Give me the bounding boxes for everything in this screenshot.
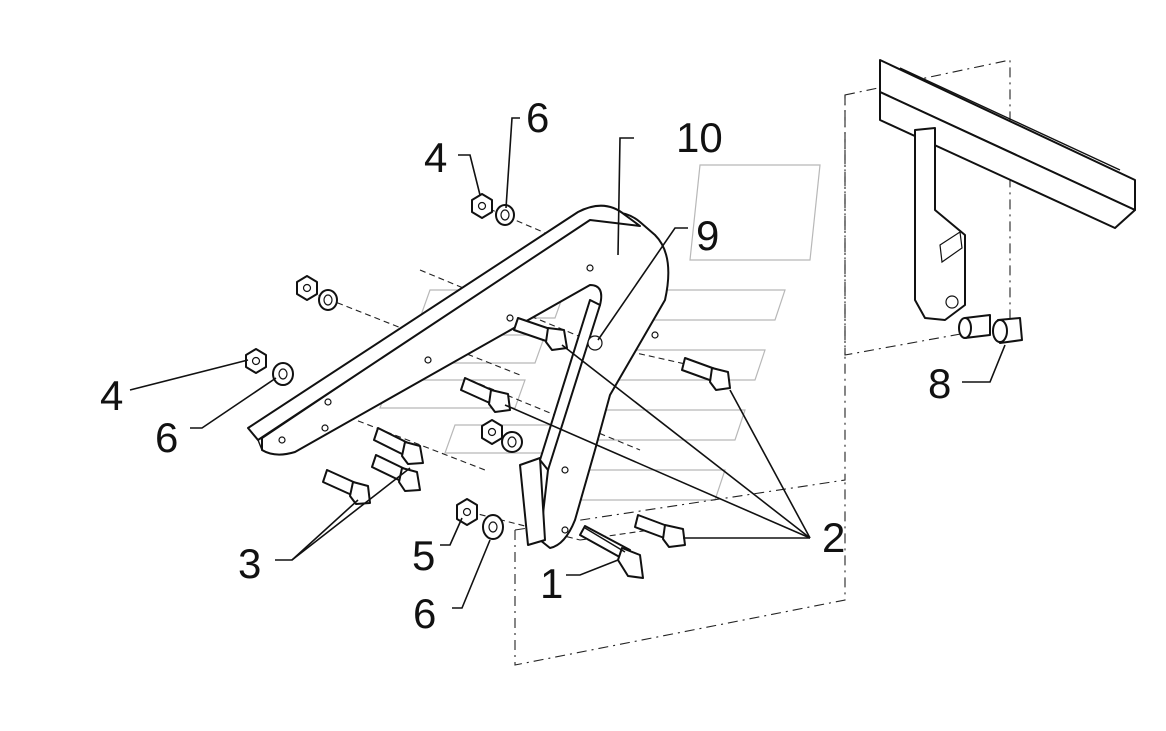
washer-6-left — [272, 362, 294, 386]
bolt-2a — [681, 357, 731, 391]
callout-4-top: 4 — [424, 134, 447, 181]
leader-lines — [129, 117, 1006, 609]
callout-6-left: 6 — [155, 414, 178, 461]
callout-3: 3 — [238, 540, 261, 587]
nut-4-top — [471, 193, 493, 219]
bolt-3a — [373, 427, 424, 465]
callout-1: 1 — [540, 560, 563, 607]
callout-2: 2 — [822, 514, 845, 561]
nut-center — [481, 419, 503, 445]
washer-6-bottom — [482, 514, 504, 540]
bolt-3b — [371, 454, 421, 492]
bolt-3c — [322, 469, 371, 505]
main-bracket — [247, 204, 670, 549]
callout-labels: 10 9 6 4 4 6 3 5 6 1 2 8 — [100, 94, 951, 637]
callout-10: 10 — [676, 114, 723, 161]
bolt-2b — [513, 317, 568, 351]
bolt-1 — [579, 525, 644, 579]
callout-8: 8 — [928, 360, 951, 407]
callout-4-left: 4 — [100, 372, 123, 419]
bolt-2c — [460, 377, 511, 413]
callout-6-top: 6 — [526, 94, 549, 141]
washer-center — [501, 431, 523, 453]
nut-4-mid — [296, 275, 318, 301]
callout-6-bottom: 6 — [413, 590, 436, 637]
frame-beam — [879, 59, 1136, 321]
nut-4-left — [245, 348, 267, 374]
callout-5: 5 — [412, 532, 435, 579]
callout-9: 9 — [696, 212, 719, 259]
washer-6-top — [495, 204, 515, 226]
bolt-2d — [634, 514, 686, 548]
washer-6-mid — [318, 289, 338, 311]
bushing — [958, 314, 1023, 344]
